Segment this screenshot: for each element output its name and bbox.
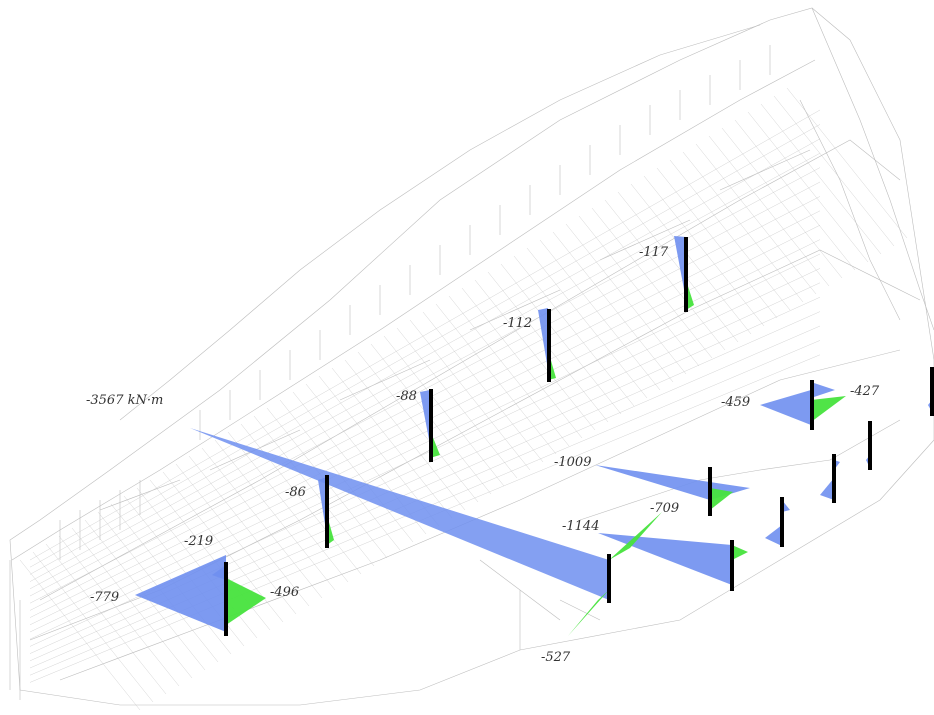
mesh-lines xyxy=(19,87,908,711)
label-c2: -86 xyxy=(285,485,306,500)
label-c7-green: -709 xyxy=(650,501,679,516)
moment-c6-negative-top xyxy=(811,382,835,398)
label-c8: -1144 xyxy=(562,519,599,534)
label-c4: -112 xyxy=(503,316,532,331)
label-max-moment: -3567 kN·m xyxy=(86,393,163,408)
label-c5: -117 xyxy=(639,245,669,260)
label-c3: -88 xyxy=(396,389,417,404)
moment-c10-negative-lower xyxy=(765,525,782,546)
label-c6-left: -459 xyxy=(721,395,750,410)
moment-c9-positive-upper xyxy=(609,512,662,560)
label-c1-left: -779 xyxy=(90,590,119,605)
columns xyxy=(224,237,934,636)
moment-diagrams xyxy=(135,236,932,636)
moment-c4-negative xyxy=(538,308,548,370)
moment-c6-positive xyxy=(811,396,846,422)
label-c7: -1009 xyxy=(554,455,591,470)
moment-c5-negative xyxy=(674,236,686,300)
moment-peak-negative xyxy=(190,428,609,600)
moment-c1-negative-left xyxy=(135,555,226,632)
label-c9-bottom: -527 xyxy=(541,650,571,665)
moment-c8-negative xyxy=(598,533,732,585)
moment-c8-positive xyxy=(732,545,748,560)
moment-c1-positive-right xyxy=(226,578,266,625)
moment-c11-negative-lower xyxy=(820,478,834,500)
label-c6-right: -427 xyxy=(850,384,880,399)
label-c1-top: -219 xyxy=(184,534,213,549)
moment-c6-negative xyxy=(760,390,811,425)
moment-c7-positive xyxy=(710,488,733,510)
structure-wireframe-dense xyxy=(19,87,908,711)
moment-labels: -3567 kN·m -219 -779 -496 -86 -88 -112 -… xyxy=(86,245,880,665)
moment-c9-positive-lower xyxy=(568,590,609,636)
moment-c3-negative xyxy=(420,390,430,445)
moment-c2-negative xyxy=(318,477,327,537)
moment-c1-negative-top xyxy=(212,565,226,580)
label-c1-right: -496 xyxy=(270,585,299,600)
